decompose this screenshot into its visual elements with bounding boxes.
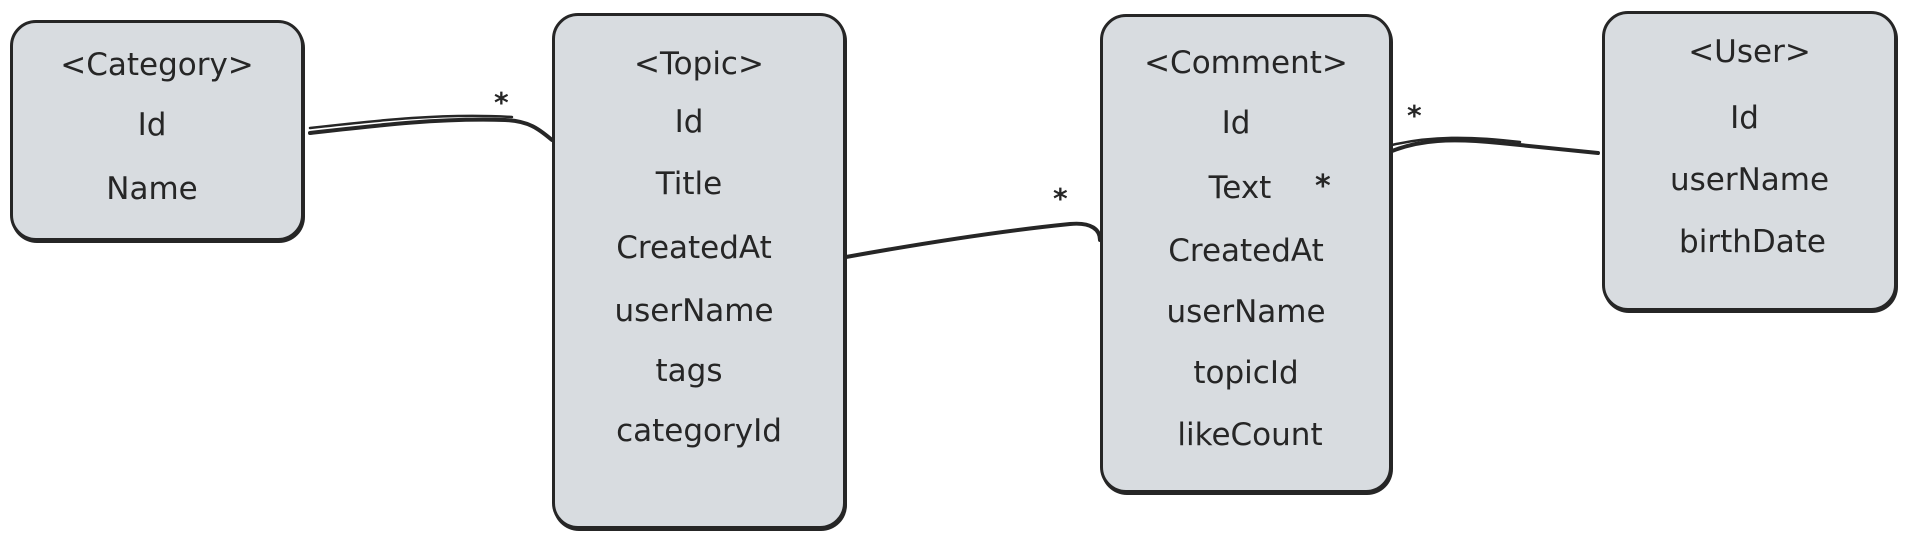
entity-field: CreatedAt <box>616 230 772 266</box>
entity-field: Title <box>655 166 723 202</box>
entity-field: topicId <box>1193 355 1299 391</box>
entity-title: <Comment> <box>1144 45 1348 81</box>
entity-title: <User> <box>1688 34 1811 70</box>
entity-category: <Category> Id Name <box>10 20 304 241</box>
entity-user: <User> Id userName birthDate <box>1602 11 1897 311</box>
entity-title: <Topic> <box>634 46 764 82</box>
entity-field: likeCount <box>1177 417 1323 453</box>
entity-field: tags <box>655 353 723 389</box>
entity-field: userName <box>1669 162 1830 198</box>
entity-field: Text <box>1208 170 1272 206</box>
entity-topic: <Topic> Id Title CreatedAt userName tags… <box>552 13 846 529</box>
entity-field: birthDate <box>1679 224 1826 260</box>
entity-field: Id <box>674 104 704 140</box>
entity-comment: <Comment> Id Text CreatedAt userName top… <box>1100 14 1392 493</box>
connector-topic-comment <box>844 221 1102 259</box>
entity-field: Id <box>137 107 167 143</box>
connector-category-topic <box>308 117 554 142</box>
field-annotation: * <box>1315 169 1331 204</box>
entity-field: userName <box>614 293 774 329</box>
entity-title: <Category> <box>60 47 254 83</box>
connector-category-topic <box>308 114 514 130</box>
entity-field: userName <box>1166 294 1326 330</box>
entity-field: categoryId <box>616 413 782 449</box>
multiplicity-label: * <box>494 86 509 119</box>
entity-field: CreatedAt <box>1168 233 1324 269</box>
entity-field: Id <box>1221 105 1251 141</box>
multiplicity-label: * <box>1053 182 1068 215</box>
connector-comment-user <box>1390 138 1600 155</box>
multiplicity-label: * <box>1407 99 1422 132</box>
entity-field: Name <box>106 171 198 207</box>
connector-comment-user <box>1390 136 1522 147</box>
entity-field: Id <box>1730 100 1759 136</box>
